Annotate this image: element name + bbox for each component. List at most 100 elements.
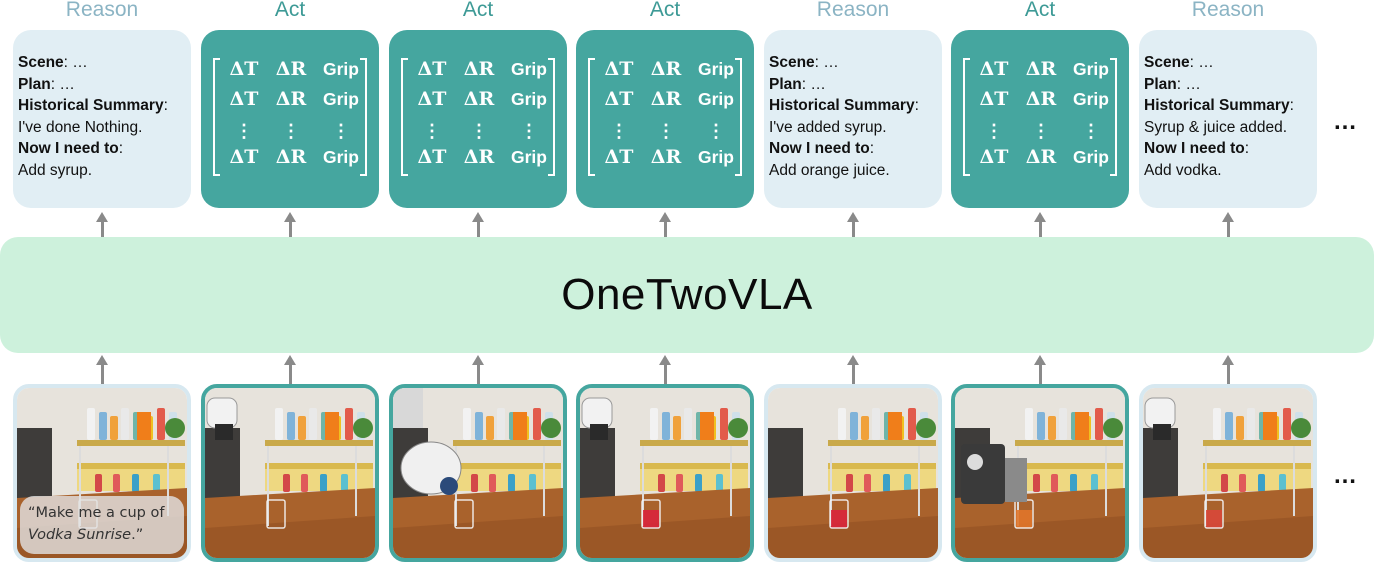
shelf-top — [453, 440, 561, 446]
bottle — [872, 408, 880, 440]
shelf-top — [1203, 440, 1311, 446]
bracket-left — [588, 58, 595, 176]
user-instruction: “Make me a cup of Vodka Sunrise.” — [20, 496, 184, 554]
plant — [728, 418, 748, 438]
glass — [1204, 499, 1224, 529]
column-5: Reason Scene: … Plan: … Historical Summa… — [764, 0, 942, 565]
lower-bottle — [95, 474, 102, 492]
scene-key: Scene — [18, 54, 64, 71]
lower-bottle — [1091, 474, 1098, 492]
lower-bottle — [864, 474, 871, 492]
delta-rotation: ΔR — [275, 146, 307, 168]
bottle — [87, 408, 95, 440]
scene-value: : … — [63, 54, 88, 71]
camera-frame — [764, 384, 942, 562]
delta-translation: ΔT — [417, 88, 447, 110]
matrix-vdots: ⋮ — [423, 121, 441, 142]
bottle — [1236, 416, 1244, 440]
shelf-leg — [355, 446, 357, 516]
matrix-vdots: ⋮ — [235, 121, 253, 142]
up-arrow-input — [95, 355, 108, 384]
glass — [641, 499, 661, 529]
table-shade — [393, 516, 563, 558]
delta-rotation: ΔR — [650, 88, 682, 110]
matrix-vdots: ⋮ — [657, 121, 675, 142]
reason-card: Scene: … Plan: … Historical Summary: I'v… — [13, 30, 191, 208]
camera-frame — [576, 384, 754, 562]
table-shade — [205, 516, 375, 558]
summary-key: Historical Summary — [1144, 97, 1290, 114]
lower-bottle — [1239, 474, 1246, 492]
up-arrow-output — [1221, 212, 1234, 237]
shelf-middle — [1203, 463, 1311, 469]
delta-translation: ΔT — [604, 58, 634, 80]
bottle — [850, 412, 858, 440]
bottle — [345, 408, 353, 440]
shelf-leg — [167, 446, 169, 516]
plan-key: Plan — [769, 75, 802, 93]
plan-value: : … — [1176, 75, 1201, 93]
shelf-top — [1015, 440, 1123, 446]
gripper-command: Grip — [1073, 89, 1109, 109]
bottle — [275, 408, 283, 440]
robot-gripper — [1144, 397, 1176, 429]
plant — [1103, 418, 1123, 438]
scene-image — [580, 388, 750, 558]
gripper-command: Grip — [698, 147, 734, 167]
lower-bottle — [153, 474, 160, 492]
up-arrow-input — [1221, 355, 1234, 384]
up-arrow-input — [471, 355, 484, 384]
next-key: Now I need to — [769, 140, 870, 157]
drink — [1206, 510, 1222, 528]
robot-upper-arm — [393, 388, 423, 428]
bottle — [157, 408, 165, 440]
lower-bottle — [301, 474, 308, 492]
lower-bottle — [904, 474, 911, 492]
delta-translation: ΔT — [979, 58, 1009, 80]
shelf-leg — [730, 446, 732, 516]
delta-rotation: ΔR — [275, 58, 307, 80]
lower-bottle — [1070, 474, 1077, 492]
matrix-vdots: ⋮ — [520, 121, 538, 142]
reason-card: Scene: … Plan: … Historical Summary: Syr… — [1139, 30, 1317, 208]
continuation-ellipsis-top: … — [1333, 108, 1358, 135]
lower-bottle — [283, 474, 290, 492]
bottle — [1025, 408, 1033, 440]
matrix-vdots: ⋮ — [985, 121, 1003, 142]
table-shade — [955, 516, 1125, 558]
lower-bottle — [529, 474, 536, 492]
plan-key: Plan — [1144, 75, 1177, 93]
lower-bottle — [471, 474, 478, 492]
summary-colon: : — [163, 97, 168, 114]
bottle — [486, 416, 494, 440]
gripper-command: Grip — [323, 89, 359, 109]
matrix-vdots: ⋮ — [610, 121, 628, 142]
robot-gripper — [961, 444, 1005, 504]
camera-frame — [389, 384, 567, 562]
robot-wrist — [1153, 424, 1171, 440]
plant — [1291, 418, 1311, 438]
bottle — [1048, 416, 1056, 440]
lower-bottle — [132, 474, 139, 492]
up-arrow-output — [846, 212, 859, 237]
matrix-vdots: ⋮ — [282, 121, 300, 142]
plant — [353, 418, 373, 438]
summary-key: Historical Summary — [18, 97, 164, 114]
column-1: Reason Scene: … Plan: … Historical Summa… — [13, 0, 191, 565]
delta-rotation: ΔR — [275, 88, 307, 110]
back-shadow — [768, 428, 803, 498]
shelf-middle — [828, 463, 936, 469]
summary-text: I've added syrup. — [769, 118, 887, 136]
matrix-vdots: ⋮ — [332, 121, 350, 142]
instruction-line-1: “Make me a cup of — [28, 505, 165, 521]
continuation-ellipsis-bottom: … — [1333, 462, 1358, 489]
up-arrow-input — [658, 355, 671, 384]
shelf-middle — [1015, 463, 1123, 469]
delta-translation: ΔT — [417, 58, 447, 80]
robot-gripper — [206, 397, 238, 429]
bottle — [673, 416, 681, 440]
next-colon: : — [869, 140, 875, 157]
instruction-drink-name: Vodka Sunrise — [28, 527, 132, 543]
summary-colon: : — [914, 97, 919, 114]
